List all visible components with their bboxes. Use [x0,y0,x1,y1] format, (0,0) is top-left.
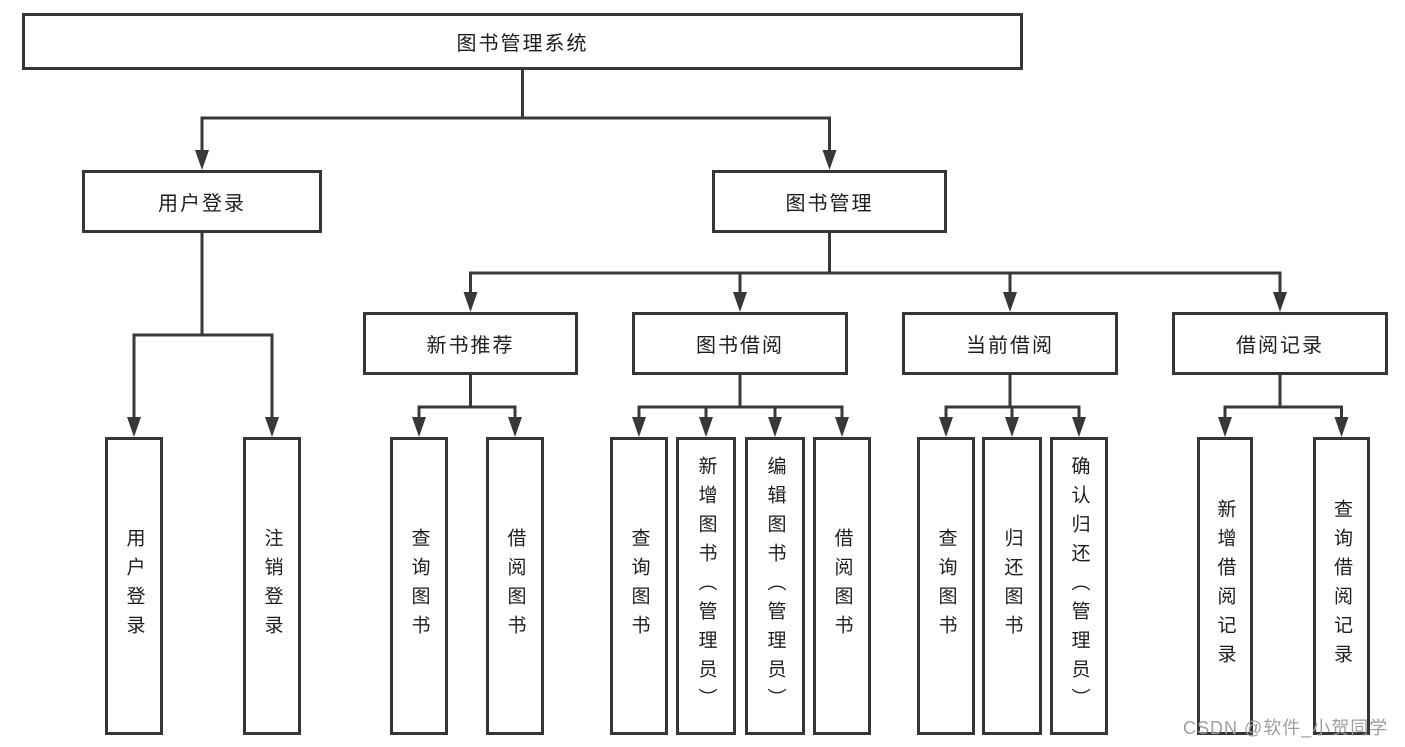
arrowhead-icon [508,417,522,437]
node-leaf-query-book-2: 查询图书 [610,437,668,735]
arrowhead-icon [412,417,426,437]
watermark: CSDN @软件_小贺同学 [1183,718,1389,738]
node-root: 图书管理系统 [22,13,1023,70]
node-book-borrow: 图书借阅 [632,312,848,375]
node-label-leaf-return-book: 归还图书 [1001,528,1023,644]
node-label-leaf-user-login: 用户登录 [123,528,145,644]
node-label-leaf-logout: 注销登录 [261,528,283,644]
node-label-book-mgmt: 图书管理 [785,193,874,215]
arrowhead-icon [463,292,478,312]
node-label-new-book-rec: 新书推荐 [426,335,515,357]
arrowhead-icon [1273,292,1287,312]
arrowhead-icon [939,417,953,437]
node-label-leaf-borrow-book-1: 借阅图书 [504,528,526,644]
arrowhead-icon [127,417,141,437]
node-leaf-add-record: 新增借阅记录 [1197,437,1253,735]
arrowhead-icon [1005,417,1019,437]
node-label-borrow-record: 借阅记录 [1236,335,1324,357]
arrowhead-icon [835,417,849,437]
node-leaf-confirm-return: 确认归还（管理员） [1050,437,1108,735]
node-label-leaf-query-book-1: 查询图书 [408,528,430,644]
node-leaf-query-record: 查询借阅记录 [1313,437,1370,735]
node-book-mgmt: 图书管理 [712,170,947,233]
node-label-leaf-query-record: 查询借阅记录 [1331,499,1352,673]
node-label-leaf-edit-book: 编辑图书（管理员） [764,455,786,717]
node-leaf-edit-book: 编辑图书（管理员） [745,437,805,735]
arrowhead-icon [822,150,837,170]
node-label-leaf-add-record: 新增借阅记录 [1214,499,1236,673]
node-borrow-record: 借阅记录 [1172,312,1388,375]
node-label-current-borrow: 当前借阅 [966,335,1054,357]
arrowhead-icon [1072,417,1086,437]
node-label-book-borrow: 图书借阅 [696,335,784,357]
node-label-leaf-query-book-3: 查询图书 [935,528,957,644]
arrowhead-icon [699,417,713,437]
arrowhead-icon [265,417,279,437]
node-leaf-user-login: 用户登录 [105,437,163,735]
node-leaf-query-book-1: 查询图书 [390,437,448,735]
node-leaf-query-book-3: 查询图书 [917,437,975,735]
node-leaf-return-book: 归还图书 [982,437,1042,735]
node-new-book-rec: 新书推荐 [363,312,578,375]
arrowhead-icon [195,150,209,170]
arrowhead-icon [632,417,646,437]
node-leaf-add-book: 新增图书（管理员） [676,437,736,735]
node-user-login: 用户登录 [82,170,322,233]
arrowhead-icon [1003,292,1017,312]
arrowhead-icon [768,417,782,437]
node-leaf-borrow-book-1: 借阅图书 [486,437,544,735]
node-leaf-borrow-book-2: 借阅图书 [813,437,871,735]
node-label-leaf-query-book-2: 查询图书 [628,528,650,644]
node-leaf-logout: 注销登录 [243,437,301,735]
arrowhead-icon [1334,417,1349,437]
node-label-user-login: 用户登录 [158,193,246,215]
arrowhead-icon [1218,417,1232,437]
node-label-leaf-borrow-book-2: 借阅图书 [831,528,853,644]
node-label-leaf-add-book: 新增图书（管理员） [695,455,717,717]
node-label-root: 图书管理系统 [456,33,589,55]
arrowhead-icon [733,292,747,312]
node-current-borrow: 当前借阅 [902,312,1118,375]
node-label-leaf-confirm-return: 确认归还（管理员） [1068,455,1090,717]
